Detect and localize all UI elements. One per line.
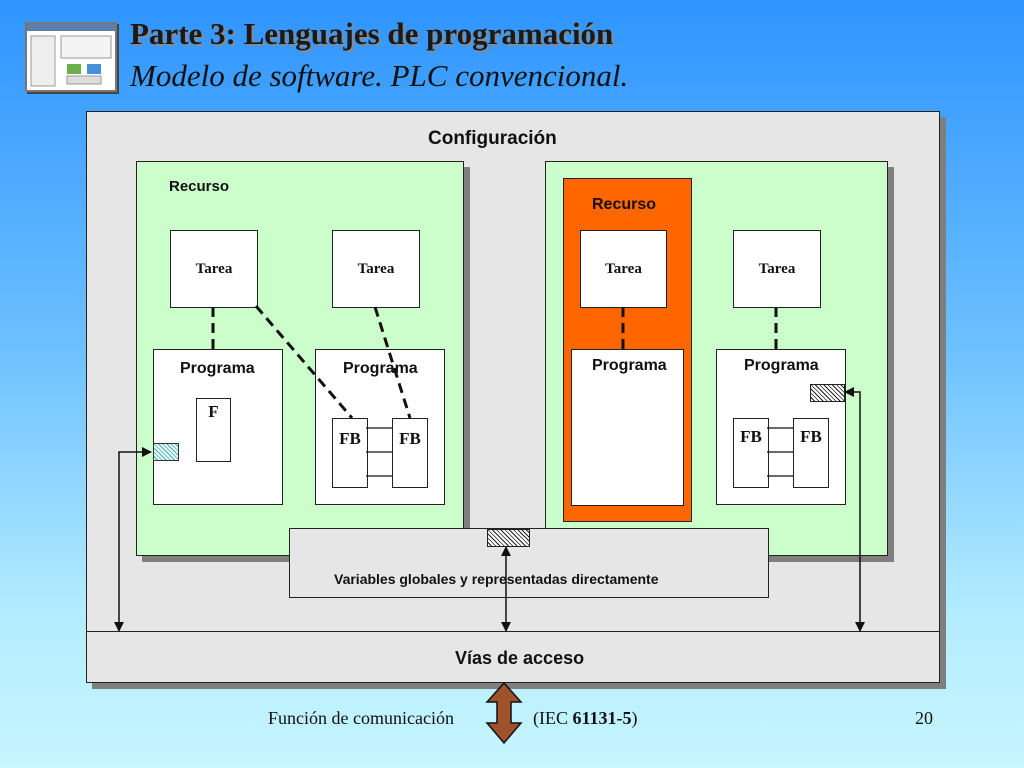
task-label: Tarea: [605, 260, 642, 277]
task-box: Tarea: [733, 230, 821, 308]
function-block-fb: FB: [733, 418, 769, 488]
iec-reference: (IEC 61131-5): [533, 708, 638, 729]
fb-label: FB: [740, 427, 762, 446]
fb-label: FB: [339, 429, 361, 448]
page-title: Parte 3: Lenguajes de programación: [130, 16, 614, 51]
iec-suffix: ): [631, 708, 638, 728]
access-paths-box: [86, 631, 940, 683]
task-label: Tarea: [758, 260, 796, 277]
page-subtitle: Modelo de software. PLC convencional.: [130, 58, 629, 93]
global-variables-label: Variables globales y representadas direc…: [334, 571, 659, 587]
function-block-fb: FB: [793, 418, 829, 488]
task-label: Tarea: [357, 260, 395, 277]
task-box: Tarea: [170, 230, 258, 308]
function-label: F: [208, 402, 219, 421]
fb-label: FB: [399, 429, 421, 448]
access-arrow-left: [114, 447, 152, 632]
resource-left-label: Recurso: [169, 178, 230, 195]
program-box: [571, 349, 684, 506]
program-label: Programa: [744, 357, 819, 374]
iec-number: 61131-5: [572, 708, 632, 728]
slide-thumbnail: [25, 22, 117, 92]
function-block-fb: FB: [332, 418, 368, 488]
task-fb-link: [373, 306, 412, 419]
program-label: Programa: [592, 357, 667, 374]
fb-label: FB: [800, 427, 822, 446]
configuration-label: Configuración: [428, 128, 557, 149]
task-box: Tarea: [580, 230, 667, 308]
resource-right-label: Recurso: [592, 196, 657, 213]
page-number: 20: [915, 708, 933, 728]
communication-function-label: Función de comunicación: [268, 708, 454, 728]
program-label: Programa: [343, 360, 418, 377]
communication-arrow-icon: [485, 681, 523, 745]
function-block-fb: FB: [392, 418, 428, 488]
task-fb-link: [254, 305, 354, 419]
task-box: Tarea: [332, 230, 420, 308]
task-label: Tarea: [195, 260, 233, 277]
access-paths-label: Vías de acceso: [455, 648, 585, 668]
iec-prefix: (IEC: [533, 708, 573, 728]
access-arrow-right: [844, 387, 865, 632]
access-variable-marker: [153, 443, 179, 461]
thumbnail-image: [27, 24, 115, 87]
function-block-f: F: [196, 398, 231, 462]
program-label: Programa: [180, 360, 255, 377]
